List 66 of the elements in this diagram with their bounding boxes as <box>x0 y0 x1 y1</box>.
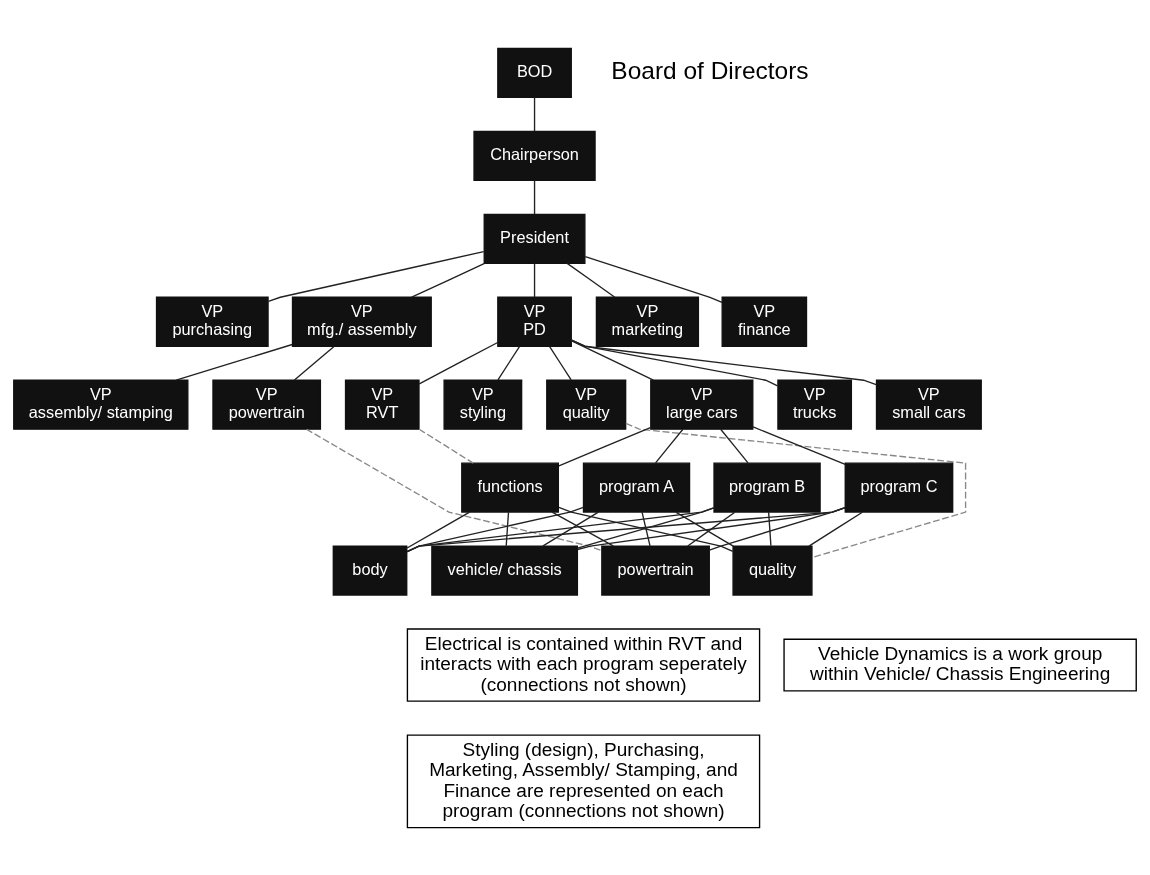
connector <box>406 511 471 549</box>
connector <box>533 96 536 132</box>
node-box: quality <box>732 544 813 596</box>
connector <box>406 506 585 552</box>
connector <box>406 506 715 552</box>
node-box: Vehicle Dynamics is a work group within Vehicle/ Chassis Engineering <box>783 638 1137 692</box>
node-box: program C <box>844 461 954 513</box>
connector <box>570 338 877 385</box>
connector <box>570 338 779 386</box>
connector <box>708 506 846 551</box>
node-box: BOD <box>497 47 572 98</box>
connector <box>584 255 723 303</box>
node-box: VP finance <box>721 296 808 347</box>
connector <box>418 428 474 464</box>
node-box: functions <box>461 461 559 513</box>
node-box: VP PD <box>497 296 572 347</box>
node-box: powertrain <box>601 544 710 596</box>
connector <box>752 425 846 465</box>
node-box: body <box>332 544 408 596</box>
connector <box>533 262 536 298</box>
node-box: Styling (design), Purchasing, Marketing, Assembly/ Stamping, and Finance are represented on each program (connections not shown) <box>406 733 761 828</box>
connector <box>654 428 684 463</box>
node-box: VP styling <box>443 379 523 430</box>
connector <box>306 428 603 551</box>
connector <box>411 262 486 298</box>
node-box: Electrical is contained within RVT and interacts with each program seperately (connections not shown) <box>406 627 761 702</box>
connector <box>566 262 616 298</box>
node-box: VP quality <box>546 379 627 430</box>
node-box: VP mfg./ assembly <box>291 296 432 347</box>
connector <box>551 511 615 547</box>
node-box: VP marketing <box>595 296 700 347</box>
connector <box>641 511 651 546</box>
connector <box>576 506 846 550</box>
connector <box>675 511 734 547</box>
connector <box>533 179 536 215</box>
connector <box>548 345 572 381</box>
connector <box>571 339 655 381</box>
node-box: VP assembly/ stamping <box>13 379 189 430</box>
node-box: VP large cars <box>650 379 754 430</box>
node-box: VP powertrain <box>212 379 322 430</box>
node-box: Chairperson <box>473 130 596 181</box>
connector <box>293 345 335 381</box>
node-label: Board of Directors <box>611 56 809 84</box>
node-box: program A <box>582 461 691 513</box>
node-box: VP trucks <box>777 379 853 430</box>
node-box: VP RVT <box>344 379 420 430</box>
node-box: vehicle/ chassis <box>431 544 579 596</box>
connector <box>542 511 600 547</box>
node-box: VP small cars <box>875 379 982 430</box>
connector <box>497 345 521 381</box>
connector <box>576 506 715 549</box>
connector <box>558 506 734 552</box>
connector <box>767 511 772 546</box>
connector <box>808 511 864 547</box>
connector <box>418 341 499 384</box>
connector <box>558 426 652 466</box>
connector <box>175 343 293 381</box>
connector <box>267 250 485 302</box>
connector <box>720 428 749 463</box>
connector <box>625 422 967 558</box>
node-box: President <box>483 213 586 264</box>
node-box: VP purchasing <box>155 296 269 347</box>
connector <box>406 506 846 552</box>
connector <box>687 511 736 547</box>
connector <box>505 511 510 546</box>
node-box: program B <box>713 461 821 513</box>
